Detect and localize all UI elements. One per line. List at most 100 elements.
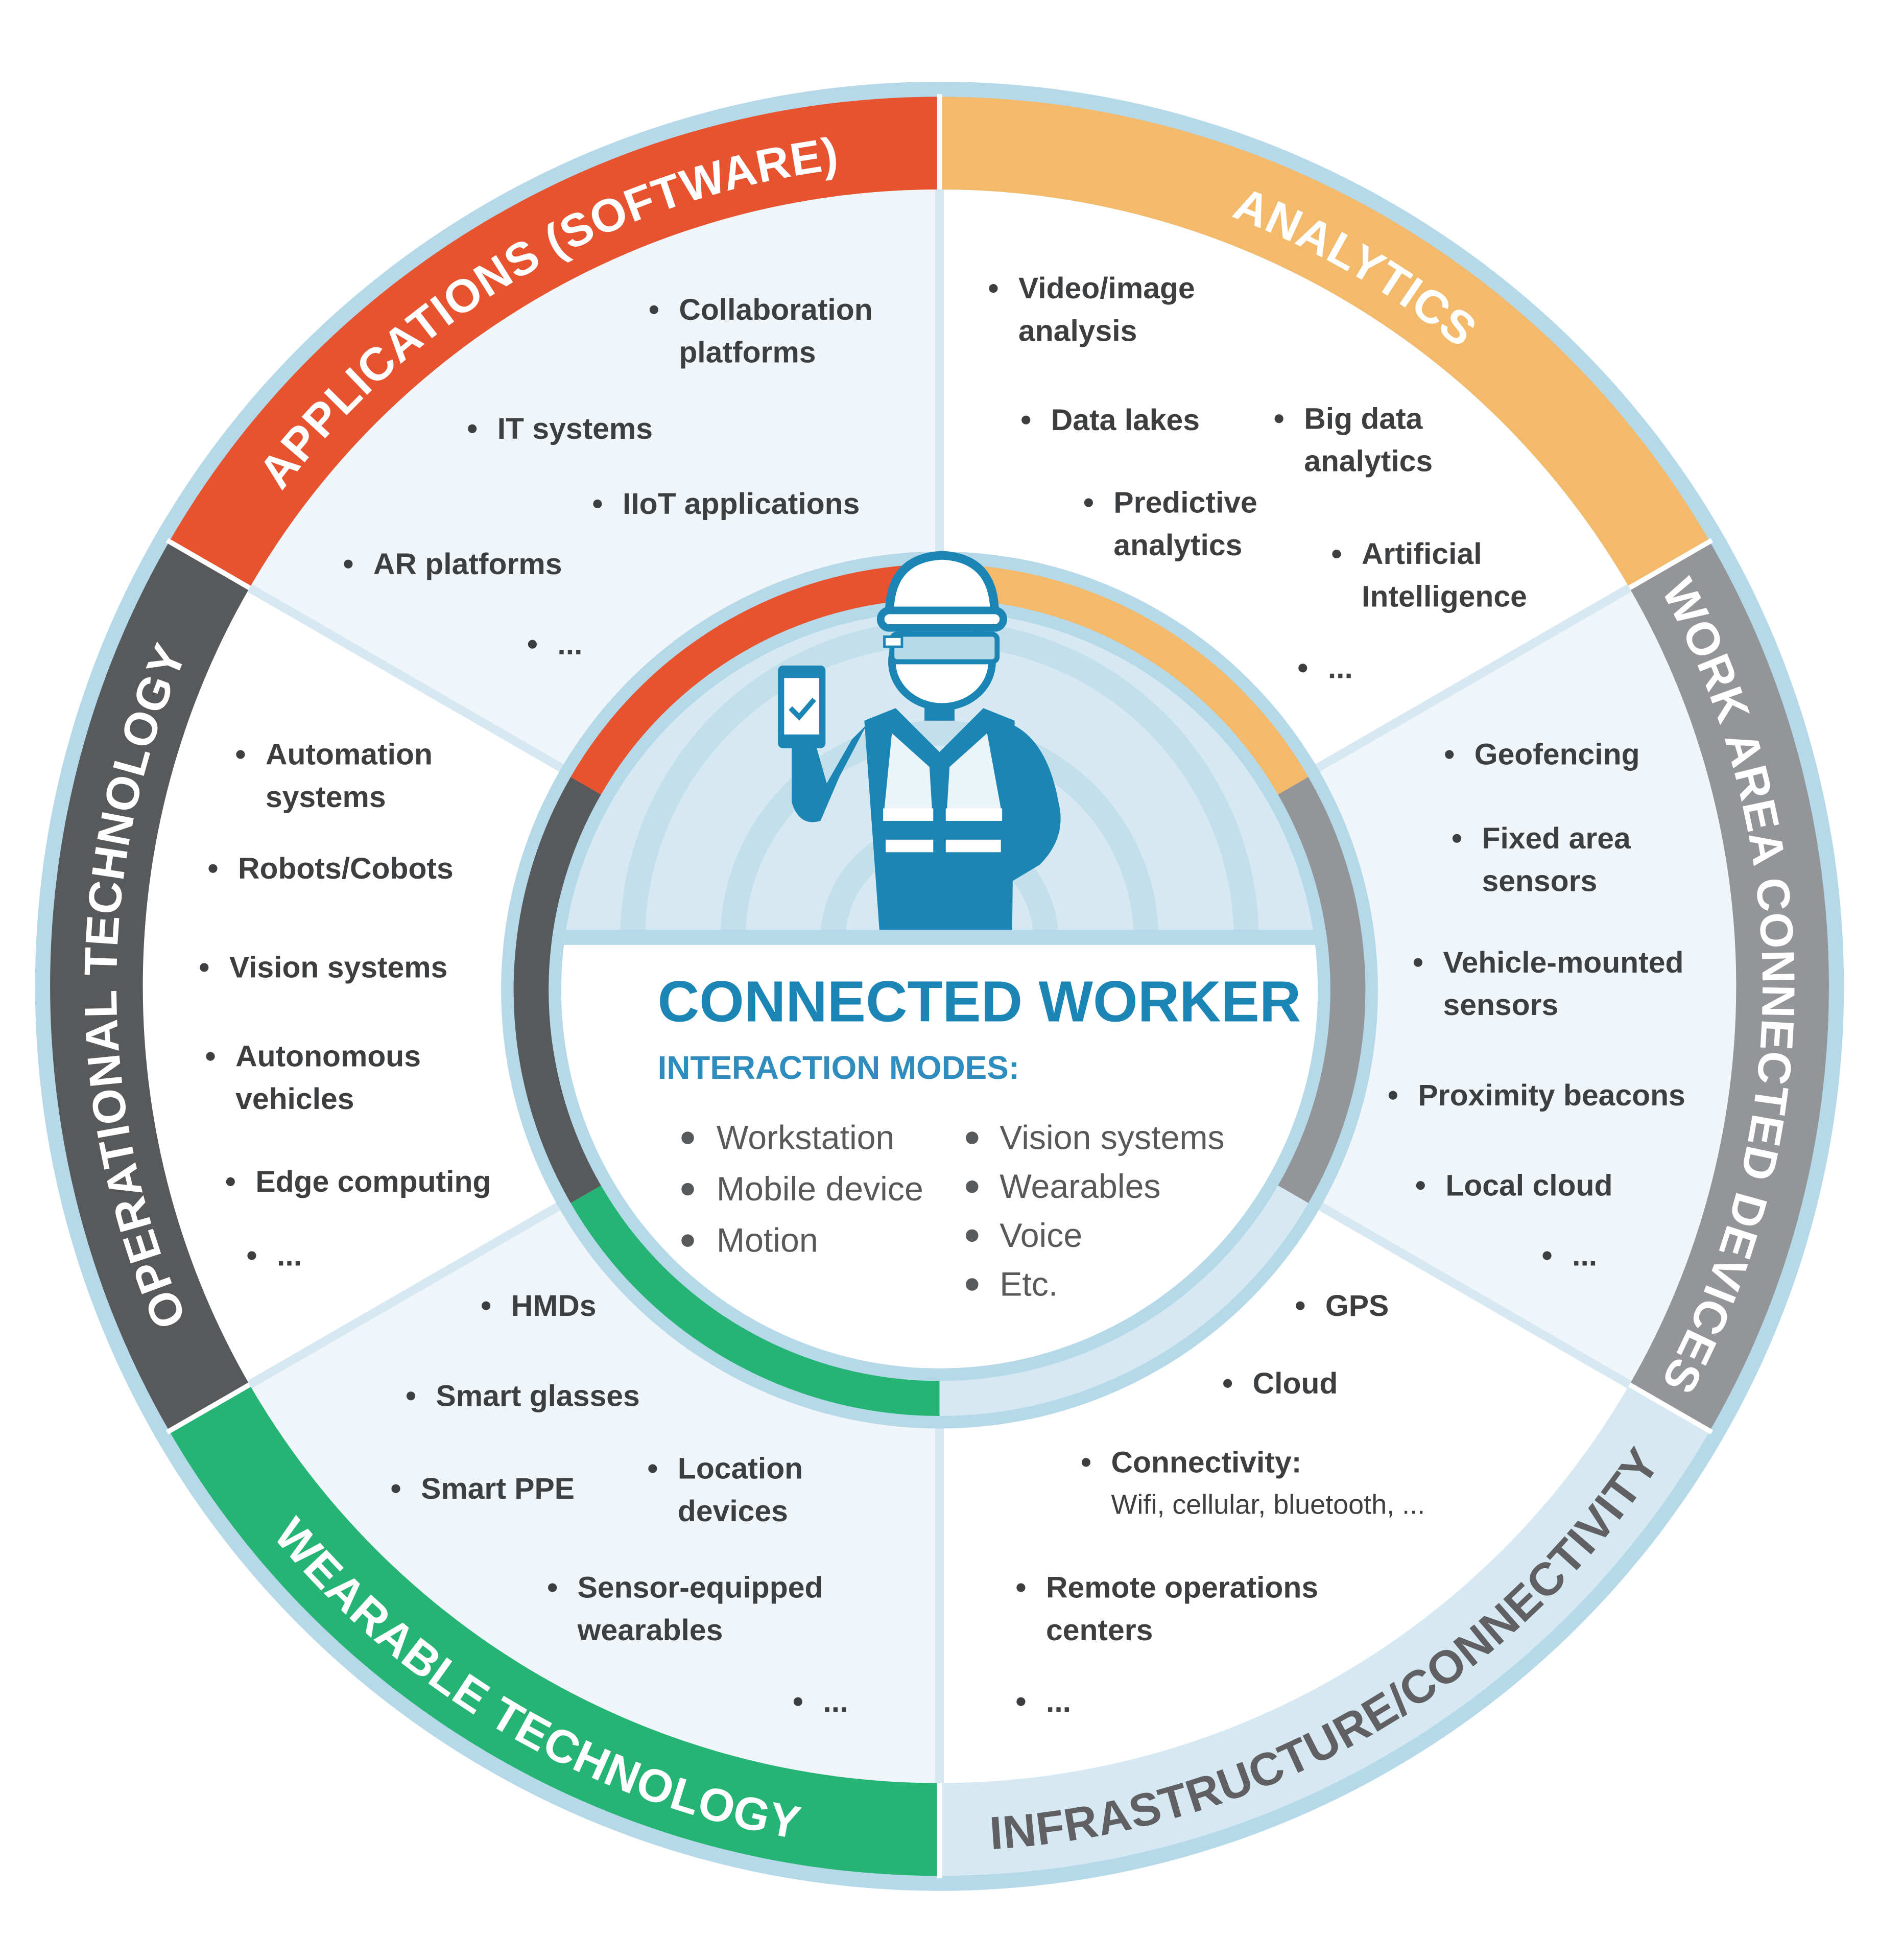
list-item: HMDs <box>482 1289 596 1323</box>
list-item-text: Proximity beacons <box>1418 1079 1685 1112</box>
list-item: ... <box>247 1239 302 1272</box>
list-item-text: sensors <box>1443 988 1558 1022</box>
list-item: AR platforms <box>344 548 562 581</box>
list-item-text: analysis <box>1018 315 1137 348</box>
interaction-mode: Workstation <box>717 1119 894 1157</box>
list-item-text: centers <box>1046 1614 1153 1647</box>
list-item: Vehicle-mounted sensors <box>1413 946 1683 1022</box>
interaction-mode: Motion <box>717 1222 818 1260</box>
list-item: Video/image analysis <box>989 272 1195 348</box>
list-item: Geofencing <box>1445 738 1640 771</box>
list-item-text: Collaboration <box>679 293 872 326</box>
interaction-mode: Vision systems <box>1000 1119 1224 1157</box>
list-item: Data lakes <box>1021 404 1200 437</box>
hub-arc-infrastructure <box>939 1185 1309 1416</box>
bullet-icon <box>208 864 218 873</box>
list-item-text: Vehicle-mounted <box>1443 946 1683 979</box>
hub-arc-wearable-technology <box>570 1185 940 1416</box>
bullet-icon <box>1081 1458 1091 1467</box>
bullet-icon <box>966 1180 979 1193</box>
bullet-icon <box>200 963 209 972</box>
list-item-text: platforms <box>679 336 816 369</box>
band-work-area-devices <box>1629 541 1829 1431</box>
bullet-icon <box>681 1131 694 1144</box>
list-item: ... <box>1298 651 1353 684</box>
bullet-icon <box>468 424 477 433</box>
bullet-icon <box>1296 1301 1305 1310</box>
list-item: Robots/Cobots <box>208 852 454 885</box>
bullet-icon <box>649 305 658 314</box>
bullet-icon <box>344 559 353 569</box>
interaction-mode: Mobile device <box>717 1170 923 1208</box>
list-item-text: Smart glasses <box>436 1379 640 1412</box>
bullet-icon <box>681 1183 694 1196</box>
interaction-mode: Wearables <box>1000 1168 1160 1206</box>
list-item: Fixed area sensors <box>1452 822 1631 898</box>
bullet-icon <box>548 1583 557 1592</box>
bullet-icon <box>966 1131 979 1144</box>
list-item-text: Sensor-equipped <box>578 1571 823 1604</box>
list-item-text: AR platforms <box>373 548 562 581</box>
list-item-text: vehicles <box>235 1082 354 1116</box>
list-item-text: sensors <box>1482 864 1598 898</box>
list-item-text: Fixed area <box>1482 822 1631 855</box>
list-item-text: ... <box>823 1685 848 1718</box>
list-item: Edge computing <box>226 1165 491 1198</box>
bullet-icon <box>236 750 245 759</box>
interaction-modes-heading: INTERACTION MODES: <box>658 1049 1019 1086</box>
list-item-text: Video/image <box>1018 272 1195 305</box>
band-infrastructure <box>939 1384 1710 1876</box>
list-item: Collaboration platforms <box>649 293 873 369</box>
list-item: ... <box>793 1685 848 1718</box>
list-item-text: Artificial <box>1362 537 1482 571</box>
list-item: Vision systems <box>200 951 447 984</box>
bullet-icon <box>1274 414 1283 423</box>
list-item: GPS <box>1296 1289 1389 1323</box>
hub-arc-work-area-devices <box>1278 777 1366 1203</box>
bullet-icon <box>593 499 602 509</box>
list-item-text: Connectivity: <box>1111 1446 1302 1479</box>
list-item-text: ... <box>277 1239 302 1272</box>
list-item-text: Remote operations <box>1046 1571 1318 1604</box>
list-item-text: Edge computing <box>255 1165 491 1198</box>
list-item-text: Automation <box>266 738 433 771</box>
list-item-text: GPS <box>1325 1289 1389 1323</box>
bullet-icon <box>226 1177 235 1186</box>
list-item-text: IIoT applications <box>623 487 860 521</box>
list-item: Automation systems <box>236 738 433 814</box>
bullet-icon <box>528 640 537 649</box>
bullet-icon <box>1084 498 1093 507</box>
bullet-icon <box>1223 1379 1232 1388</box>
list-item-text: devices <box>678 1495 788 1528</box>
bullet-icon <box>206 1052 215 1061</box>
bullet-icon <box>966 1278 979 1291</box>
band-divider <box>165 1382 251 1435</box>
list-item: Smart glasses <box>406 1379 640 1412</box>
bullet-icon <box>648 1464 657 1473</box>
list-item-text: systems <box>266 781 386 814</box>
bullet-icon <box>1452 834 1462 843</box>
smart-glasses-icon <box>889 631 1000 665</box>
list-item: Connectivity:Wifi, cellular, bluetooth, … <box>1081 1446 1425 1520</box>
list-item-text: Predictive <box>1113 486 1257 519</box>
list-item-text: Location <box>678 1452 803 1485</box>
bullet-icon <box>1416 1181 1425 1190</box>
list-item: Local cloud <box>1416 1169 1612 1202</box>
list-item-text: Intelligence <box>1362 580 1527 613</box>
worker-illustration <box>778 551 1061 930</box>
list-item: ... <box>1016 1685 1071 1718</box>
band-divider <box>165 538 251 591</box>
list-item-text: IT systems <box>497 412 653 445</box>
list-item-text: Data lakes <box>1051 404 1200 437</box>
list-item-text: ... <box>1046 1685 1071 1718</box>
center-hub: CONNECTED WORKER INTERACTION MODES: Work… <box>501 551 1378 1429</box>
bullet-icon <box>1445 750 1454 759</box>
list-item-text: Autonomous <box>235 1040 421 1073</box>
list-item-text: Geofencing <box>1474 738 1640 771</box>
bullet-icon <box>681 1234 694 1247</box>
